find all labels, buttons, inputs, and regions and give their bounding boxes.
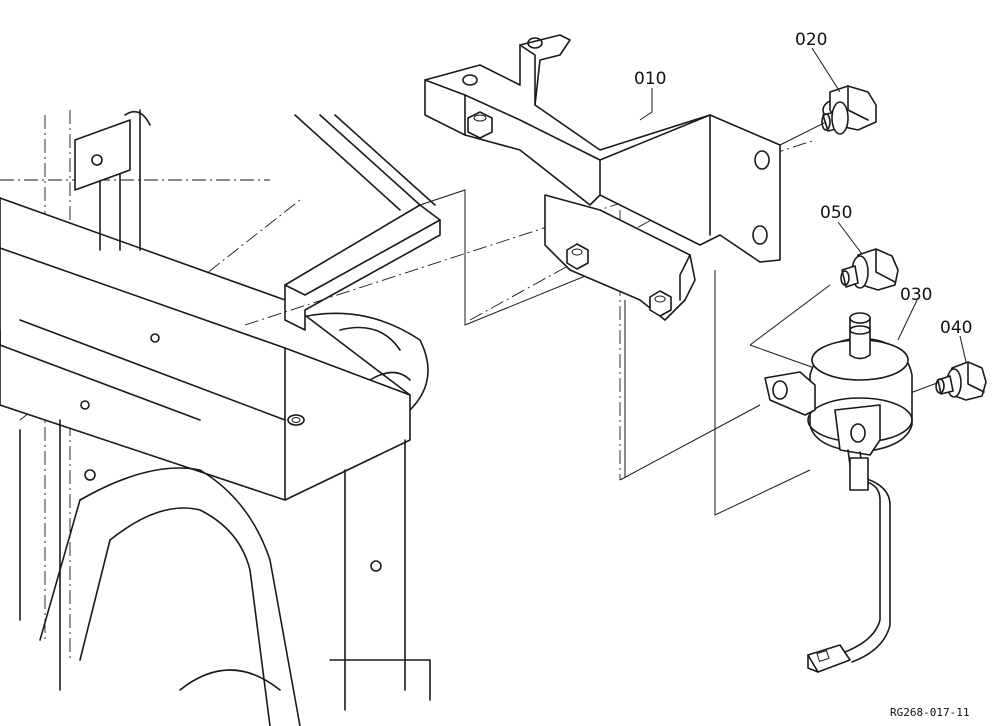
fuel-pump-030[interactable] bbox=[764, 312, 913, 673]
reference-code: RG268-017-11 bbox=[890, 706, 969, 719]
bracket-010[interactable] bbox=[424, 34, 781, 321]
part-labels: 010 020 030 040 050 RG268-017-11 bbox=[634, 30, 972, 719]
label-050[interactable]: 050 bbox=[820, 203, 852, 223]
bolt-050[interactable] bbox=[840, 248, 899, 291]
label-020[interactable]: 020 bbox=[795, 30, 827, 50]
label-040[interactable]: 040 bbox=[940, 318, 972, 338]
label-leaders bbox=[639, 47, 967, 363]
projection-lines bbox=[419, 119, 946, 516]
bolt-020[interactable] bbox=[821, 85, 877, 135]
bolt-040[interactable] bbox=[935, 361, 987, 401]
label-010[interactable]: 010 bbox=[634, 69, 666, 89]
chassis-frame bbox=[0, 109, 441, 726]
label-030[interactable]: 030 bbox=[900, 285, 932, 305]
